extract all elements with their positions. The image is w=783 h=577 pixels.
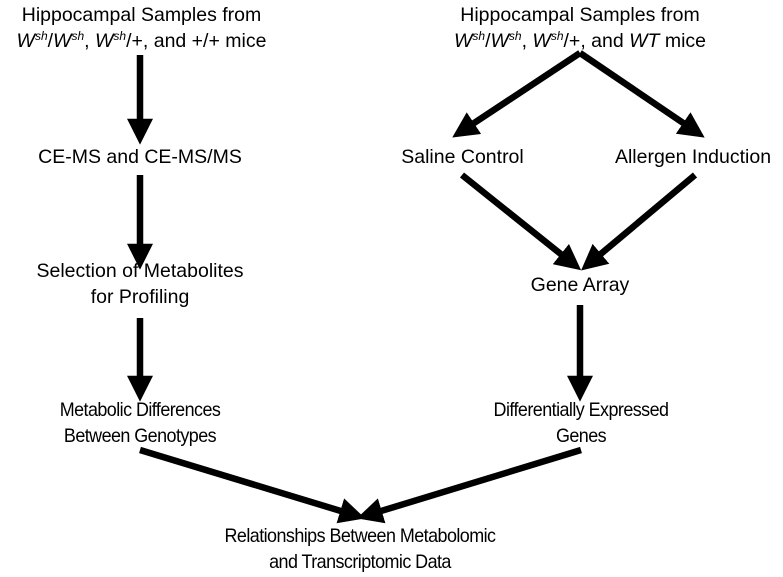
arrow-deg-to-relationships bbox=[356, 446, 582, 524]
genotype-w: W bbox=[490, 30, 509, 52]
step-differentially-expressed: Differentially Expressed Genes bbox=[460, 397, 701, 449]
genotype-w: W bbox=[532, 30, 551, 52]
comma: , bbox=[84, 30, 95, 52]
left-header-line2: Wsh/Wsh, Wsh/+, and +/+ mice bbox=[0, 28, 283, 54]
allele-sh: sh bbox=[550, 29, 564, 43]
relationships-line2: and Transcriptomic Data bbox=[269, 551, 451, 573]
genotype-w: W bbox=[453, 30, 473, 52]
header-mid: /+, and bbox=[563, 30, 630, 52]
arrow-metabolic-to-relationships bbox=[139, 446, 366, 524]
allele-sh: sh bbox=[472, 29, 486, 43]
allele-sh: sh bbox=[71, 29, 85, 43]
arrow-header-to-allergen bbox=[578, 50, 705, 138]
step-metabolic-line1: Metabolic Differences bbox=[59, 399, 221, 421]
slash: / bbox=[47, 30, 54, 52]
right-header-line1: Hippocampal Samples from bbox=[460, 4, 700, 26]
allergen-induction-label: Allergen Induction bbox=[614, 146, 772, 168]
comma: , bbox=[521, 30, 533, 52]
node-allergen-induction: Allergen Induction bbox=[603, 144, 783, 170]
allele-sh: sh bbox=[34, 29, 48, 43]
genotype-w: W bbox=[94, 30, 114, 52]
genotype-w: W bbox=[16, 30, 35, 52]
header-tail: /+, and +/+ mice bbox=[126, 30, 267, 52]
genotype-w: W bbox=[53, 30, 72, 52]
deg-line1: Differentially Expressed bbox=[493, 399, 669, 421]
left-header: Hippocampal Samples from Wsh/Wsh, Wsh/+,… bbox=[0, 2, 283, 54]
arrow-allergen-to-genearray bbox=[581, 172, 698, 271]
saline-control-label: Saline Control bbox=[401, 146, 524, 168]
left-header-line1: Hippocampal Samples from bbox=[21, 4, 262, 26]
deg-line2: Genes bbox=[555, 425, 607, 447]
arrow-saline-to-genearray bbox=[459, 172, 582, 271]
right-header-line2: Wsh/Wsh, Wsh/+, and WT mice bbox=[442, 28, 718, 54]
step-metabolic-differences: Metabolic Differences Between Genotypes bbox=[11, 397, 269, 449]
node-relationships: Relationships Between Metabolomic and Tr… bbox=[176, 523, 544, 575]
allele-sh: sh bbox=[113, 29, 127, 43]
arrow-header-to-saline bbox=[452, 50, 582, 138]
step-selection-line1: Selection of Metabolites bbox=[36, 260, 244, 282]
step-gene-array: Gene Array bbox=[480, 272, 680, 298]
step-cems-label: CE-MS and CE-MS/MS bbox=[38, 146, 242, 168]
step-selection-line2: for Profiling bbox=[90, 286, 190, 308]
step-cems: CE-MS and CE-MS/MS bbox=[0, 144, 280, 170]
relationships-line1: Relationships Between Metabolomic bbox=[224, 525, 497, 547]
node-saline-control: Saline Control bbox=[380, 144, 545, 170]
step-metabolic-line2: Between Genotypes bbox=[63, 425, 217, 447]
step-selection: Selection of Metabolites for Profiling bbox=[0, 258, 280, 310]
gene-array-label: Gene Array bbox=[530, 274, 630, 296]
right-header: Hippocampal Samples from Wsh/Wsh, Wsh/+,… bbox=[442, 2, 718, 54]
slash: / bbox=[485, 30, 491, 52]
genotype-wt: WT bbox=[629, 30, 660, 52]
allele-sh: sh bbox=[508, 29, 522, 43]
header-tail: mice bbox=[659, 30, 707, 52]
